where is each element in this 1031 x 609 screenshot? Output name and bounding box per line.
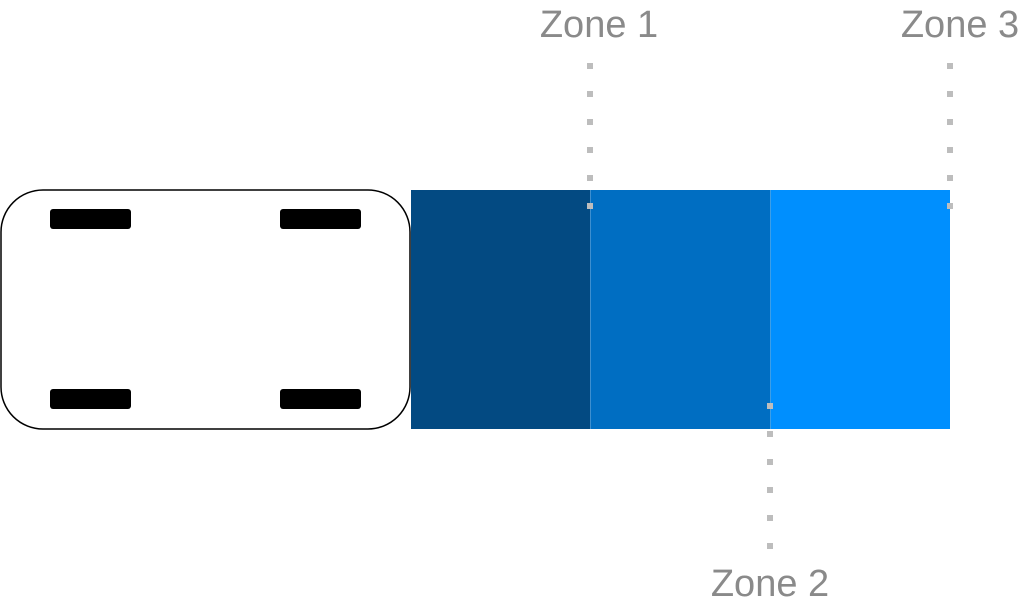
zone-2-region [590,190,770,429]
car-top-view-icon [0,189,411,430]
wheel-icon [50,389,131,409]
zone-1-region [411,190,590,429]
wheel-icon [50,209,131,229]
zone-3-region [770,190,950,429]
zone-1-label: Zone 1 [540,4,658,46]
wheel-icon [280,209,361,229]
vehicle-body [0,189,411,430]
zone-3-label: Zone 3 [901,4,1019,46]
zone-2-label: Zone 2 [711,563,829,605]
wheel-icon [280,389,361,409]
